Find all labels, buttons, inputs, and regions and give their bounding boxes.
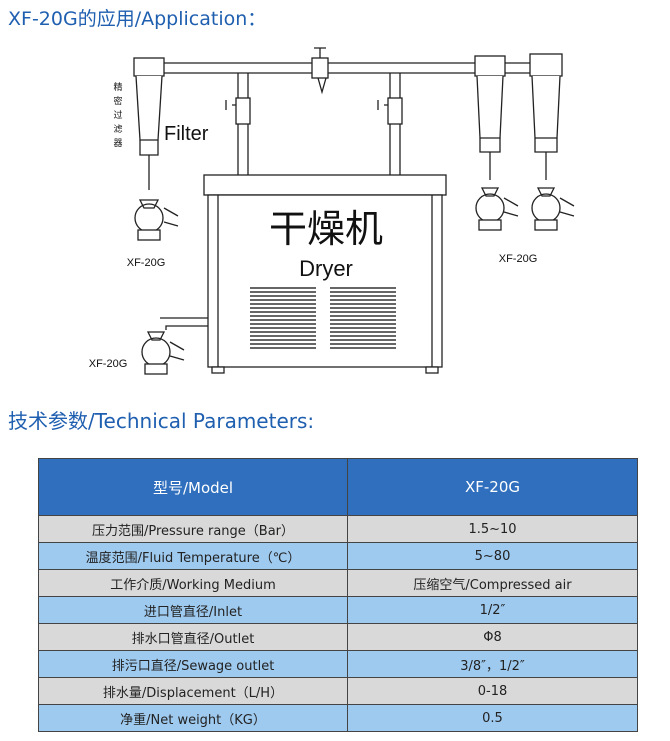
header-value: XF-20G (347, 458, 638, 516)
model-label: XF-20G (499, 253, 538, 265)
application-diagram: 精 密 过 滤 器 Filter 干燥机 Dryer XF-20G XF-20G… (89, 47, 575, 375)
application-heading: XF-20G的应用/Application： (8, 8, 267, 30)
param-name: 工作介质/Working Medium (38, 569, 348, 597)
drain-valve-right-1 (475, 187, 519, 231)
dryer-en-label: Dryer (299, 256, 353, 281)
condenser-grille (250, 287, 396, 349)
filter-vertical-char: 精 (113, 81, 122, 92)
table-row: 压力范围/Pressure range（Bar） 1.5~10 (38, 515, 638, 543)
table-row: 排水量/Displacement（L/H） 0-18 (38, 677, 638, 705)
technical-parameters-table: 型号/Model XF-20G 压力范围/Pressure range（Bar）… (38, 458, 638, 732)
table-row: 工作介质/Working Medium 压缩空气/Compressed air (38, 569, 638, 597)
filter-vertical-char: 过 (113, 109, 122, 120)
param-value: 0-18 (347, 677, 638, 705)
left-filter-housing (133, 57, 165, 190)
param-name: 净重/Net weight（KG） (38, 704, 348, 732)
right-filter-1 (474, 55, 506, 180)
table-header-row: 型号/Model XF-20G (38, 458, 638, 516)
param-value: 1.5~10 (347, 515, 638, 543)
right-filter-2 (529, 53, 563, 180)
param-name: 排水口管直径/Outlet (38, 623, 348, 651)
param-name: 压力范围/Pressure range（Bar） (38, 515, 348, 543)
technical-parameters-heading: 技术参数/Technical Parameters: (8, 409, 315, 433)
param-name: 温度范围/Fluid Temperature（℃） (38, 542, 348, 570)
param-name: 排污口直径/Sewage outlet (38, 650, 348, 678)
model-label: XF-20G (89, 358, 128, 370)
drain-valve-bottom-left (141, 331, 185, 375)
filter-vertical-char: 滤 (113, 123, 122, 134)
drain-valve-left-top (134, 199, 179, 241)
dryer-cn-label: 干燥机 (269, 209, 383, 251)
table-row: 进口管直径/Inlet 1/2″ (38, 596, 638, 624)
model-label: XF-20G (127, 257, 166, 269)
header-model: 型号/Model (38, 458, 348, 516)
dryer-drain-pipe (160, 317, 208, 330)
table-row: 排水口管直径/Outlet Φ8 (38, 623, 638, 651)
table-row: 排污口直径/Sewage outlet 3/8″，1/2″ (38, 650, 638, 678)
param-value: 5~80 (347, 542, 638, 570)
param-value: Φ8 (347, 623, 638, 651)
filter-vertical-char: 密 (113, 95, 122, 106)
param-value: 3/8″，1/2″ (347, 650, 638, 678)
filter-label: Filter (164, 123, 209, 145)
param-value: 压缩空气/Compressed air (347, 569, 638, 597)
dryer-cabinet (203, 174, 447, 374)
center-valve (311, 57, 329, 79)
param-name: 排水量/Displacement（L/H） (38, 677, 348, 705)
filter-vertical-char: 器 (113, 138, 122, 148)
param-value: 1/2″ (347, 596, 638, 624)
drain-valve-right-2 (531, 187, 575, 231)
table-row: 温度范围/Fluid Temperature（℃） 5~80 (38, 542, 638, 570)
table-row: 净重/Net weight（KG） 0.5 (38, 704, 638, 732)
param-value: 0.5 (347, 704, 638, 732)
param-name: 进口管直径/Inlet (38, 596, 348, 624)
